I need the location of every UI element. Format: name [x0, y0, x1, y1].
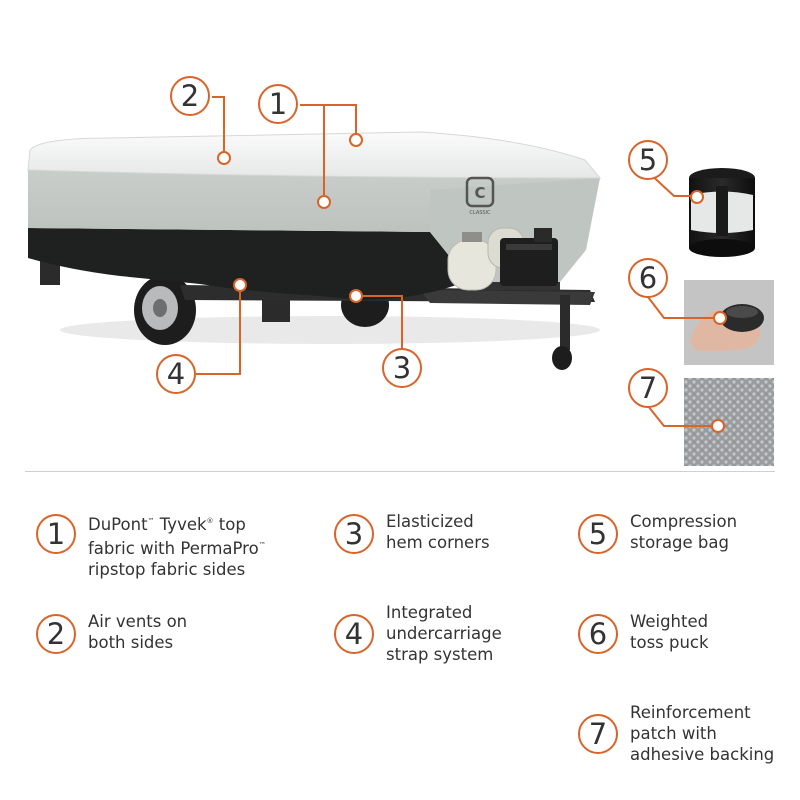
section-divider	[25, 471, 775, 472]
callout-1: 1	[258, 84, 298, 124]
feature-description: Reinforcement patch with adhesive backin…	[630, 703, 775, 764]
callout-leader-lines	[196, 96, 718, 427]
feature-3: 3 Elasticized hem corners	[334, 512, 490, 554]
feature-description: DuPont™ Tyvek® top fabric with PermaPro™…	[88, 515, 266, 579]
callout-3: 3	[382, 348, 422, 388]
reinforcement-patch-image	[684, 378, 774, 466]
callout-number: 4	[156, 354, 196, 394]
trailer-cover-graphic: C CLASSIC	[27, 96, 774, 466]
feature-2: 2 Air vents on both sides	[36, 612, 188, 654]
feature-4: 4 Integrated undercarriage strap system	[334, 603, 502, 665]
classic-logo: C CLASSIC	[465, 176, 495, 216]
compression-bag-image	[689, 168, 755, 257]
callout-dots	[217, 133, 727, 433]
callout-number: 7	[628, 368, 668, 408]
toss-puck-image	[684, 280, 774, 365]
feature-number: 2	[36, 614, 76, 654]
callout-number: 2	[170, 76, 210, 116]
product-illustration: C CLASSIC	[27, 76, 774, 466]
callout-2: 2	[170, 76, 210, 116]
callout-number: 5	[628, 140, 668, 180]
battery-box	[500, 228, 558, 286]
feature-5: 5 Compression storage bag	[578, 512, 738, 554]
callout-7: 7	[628, 368, 668, 408]
svg-text:CLASSIC: CLASSIC	[469, 210, 491, 216]
feature-number: 6	[578, 614, 618, 654]
ground-shadow	[60, 316, 600, 344]
feature-number: 4	[334, 614, 374, 654]
cover-top	[27, 131, 602, 179]
feature-6: 6 Weighted toss puck	[578, 612, 709, 654]
feature-1: 1 DuPont™ Tyvek® top fabric with PermaPr…	[36, 514, 266, 580]
callout-number: 3	[382, 348, 422, 388]
callout-number: 6	[628, 258, 668, 298]
feature-7: 7 Reinforcement patch with adhesive back…	[578, 703, 774, 765]
callout-5: 5	[628, 140, 668, 180]
cover-skirt	[28, 228, 470, 300]
feature-number: 5	[578, 514, 618, 554]
feature-description: Integrated undercarriage strap system	[386, 603, 502, 664]
feature-description: Elasticized hem corners	[386, 512, 490, 552]
feature-description: Air vents on both sides	[88, 612, 188, 652]
trailer-wheel	[134, 275, 389, 345]
callout-number: 1	[258, 84, 298, 124]
feature-number: 3	[334, 514, 374, 554]
svg-text:C: C	[474, 184, 485, 202]
callout-6: 6	[628, 258, 668, 298]
feature-description: Weighted toss puck	[630, 612, 709, 652]
callout-4: 4	[156, 354, 196, 394]
feature-number: 1	[36, 514, 76, 554]
feature-description: Compression storage bag	[630, 512, 738, 552]
feature-number: 7	[578, 714, 618, 754]
